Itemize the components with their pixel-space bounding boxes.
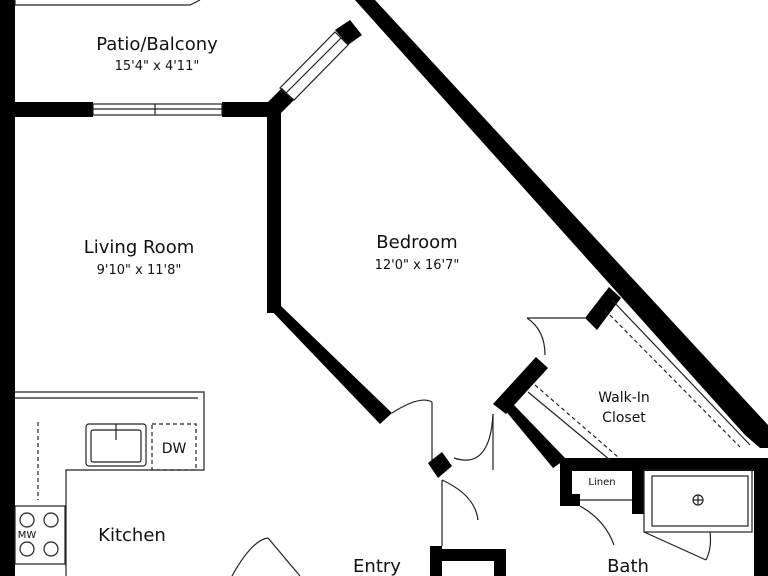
pantry-door-swing	[231, 537, 269, 576]
hall-door-swing	[453, 413, 494, 461]
wall-diagonal-exterior	[355, 0, 768, 448]
wall-patio-left	[15, 102, 93, 117]
bedroom-dims: 12'0" x 16'7"	[375, 258, 460, 273]
wall-closet-top	[585, 287, 621, 330]
closet-label-line1: Walk-In	[598, 390, 650, 406]
shower-inner	[651, 475, 749, 527]
bath-name: Bath	[607, 556, 649, 576]
closet-door-swing	[526, 317, 546, 356]
entry-door-swing	[441, 479, 479, 521]
shower-outer	[643, 469, 753, 533]
dishwasher-label: DW	[162, 441, 187, 457]
bedroom-window	[279, 31, 349, 101]
wall-bedroom-west	[267, 103, 281, 313]
shower-door-swing	[705, 531, 712, 561]
closet-shelf-line-b	[527, 391, 611, 461]
pantry-door-leaf	[267, 537, 301, 576]
bedroom-window-track	[285, 37, 342, 94]
microwave-label: MW	[18, 530, 37, 541]
wall-entry-closet-top	[440, 549, 506, 561]
wall-closet-bottom	[500, 404, 566, 468]
dishwasher	[151, 423, 197, 471]
wall-bath-right	[754, 458, 768, 576]
thin-lines	[14, 0, 753, 576]
wall-linen-bottom-a	[560, 494, 580, 506]
burner-1	[19, 512, 35, 528]
entry-name: Entry	[353, 556, 401, 576]
wall-left-exterior	[0, 0, 15, 576]
patio-name: Patio/Balcony	[96, 34, 218, 55]
wall-patio-right	[222, 102, 280, 117]
linen-label: Linen	[588, 477, 615, 488]
wall-bedroom-corner	[335, 20, 362, 45]
burner-3	[19, 541, 35, 557]
bedroom-door-swing	[391, 399, 433, 414]
living-room-name: Living Room	[84, 237, 195, 258]
bedroom-name: Bedroom	[376, 232, 457, 253]
patio-dims: 15'4" x 4'11"	[115, 59, 200, 74]
wall-bedroom-diag	[267, 306, 392, 424]
wall-entry-closet-right	[494, 549, 506, 576]
wall-linen-right	[632, 458, 644, 514]
wall-closet-stub	[493, 357, 548, 414]
wall-entry-stub	[428, 452, 452, 478]
closet-shelf-b	[534, 384, 619, 458]
burner-2	[43, 512, 59, 528]
wall-bath-top	[560, 458, 768, 471]
linen-door-swing	[579, 505, 615, 546]
kitchen-name: Kitchen	[98, 525, 166, 546]
burner-4	[43, 541, 59, 557]
wall-entry-lower	[430, 546, 442, 576]
patio-outline	[14, 0, 201, 6]
closet-shelf-line	[611, 299, 751, 446]
closet-label-line2: Closet	[602, 410, 646, 426]
kitchen-counter	[15, 391, 205, 576]
stove	[14, 505, 66, 565]
living-room-dims: 9'10" x 11'8"	[97, 263, 182, 278]
labels: Patio/Balcony 15'4" x 4'11" Living Room …	[18, 34, 650, 576]
shower-door-leaf	[643, 531, 707, 561]
